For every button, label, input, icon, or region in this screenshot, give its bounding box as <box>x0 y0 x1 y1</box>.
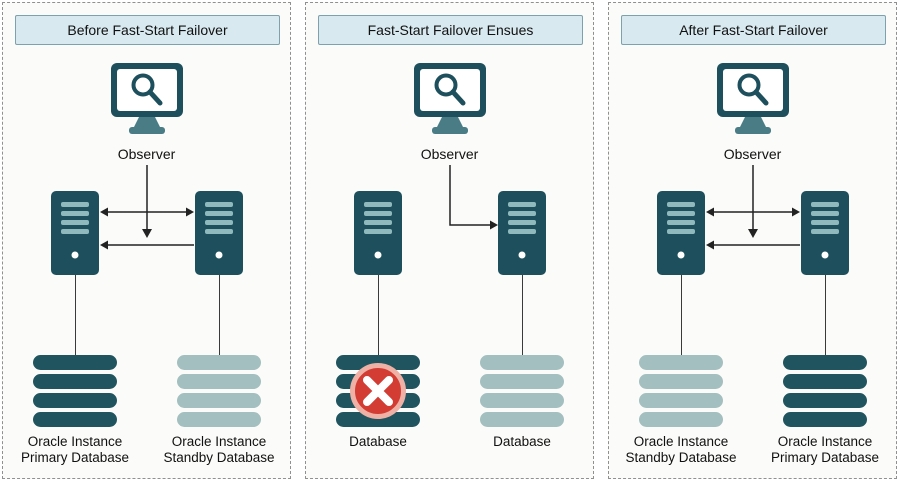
servers-sync-arrow-bottom <box>706 240 800 250</box>
server-database-connector <box>522 275 523 355</box>
panel-after-failover: After Fast-Start Failover Observer <box>608 2 897 479</box>
panel-title-text: Before Fast-Start Failover <box>67 22 228 38</box>
standby-database-label: Oracle Instance Standby Database <box>163 434 275 465</box>
servers-sync-arrow-bottom <box>100 240 194 250</box>
standby-database-label: Oracle Instance Standby Database <box>625 434 737 465</box>
primary-database-label: Oracle Instance Primary Database <box>20 434 130 465</box>
primary-database-label: Oracle Instance Primary Database <box>770 434 880 465</box>
surviving-database-label: Database <box>493 434 551 449</box>
panel-title-text: After Fast-Start Failover <box>679 22 828 38</box>
observer-monitor-icon <box>711 63 795 139</box>
surviving-database-icon <box>480 355 564 427</box>
observer-label: Observer <box>117 146 176 162</box>
observer-down-arrow <box>142 165 152 238</box>
server-database-connector <box>681 275 682 355</box>
standby-server-icon <box>195 191 243 275</box>
server-database-connector <box>219 275 220 355</box>
failover-target-server-icon <box>498 191 546 275</box>
observer-label: Observer <box>723 146 782 162</box>
servers-sync-arrow-top <box>100 207 194 217</box>
failed-database-label: Database <box>349 434 407 449</box>
failed-server-icon <box>354 191 402 275</box>
new-standby-server-icon <box>657 191 705 275</box>
observer-monitor-icon <box>408 63 492 139</box>
panel-title-text: Fast-Start Failover Ensues <box>367 22 534 38</box>
standby-database-icon <box>639 355 723 427</box>
panel-failover-ensues: Fast-Start Failover Ensues Observer Data… <box>305 2 594 479</box>
panel-title: Fast-Start Failover Ensues <box>318 15 583 45</box>
observer-down-arrow <box>748 165 758 238</box>
primary-database-icon <box>33 355 117 427</box>
observer-monitor-icon <box>105 63 189 139</box>
server-database-connector <box>825 275 826 355</box>
observer-elbow-arrow <box>449 165 498 230</box>
standby-database-icon <box>177 355 261 427</box>
server-database-connector <box>378 275 379 355</box>
primary-server-icon <box>51 191 99 275</box>
primary-database-icon <box>783 355 867 427</box>
servers-sync-arrow-top <box>706 207 800 217</box>
database-error-icon <box>347 360 409 422</box>
panel-title: After Fast-Start Failover <box>621 15 886 45</box>
observer-label: Observer <box>420 146 479 162</box>
server-database-connector <box>75 275 76 355</box>
panel-before-failover: Before Fast-Start Failover Observer <box>2 2 291 479</box>
panel-title: Before Fast-Start Failover <box>15 15 280 45</box>
new-primary-server-icon <box>801 191 849 275</box>
